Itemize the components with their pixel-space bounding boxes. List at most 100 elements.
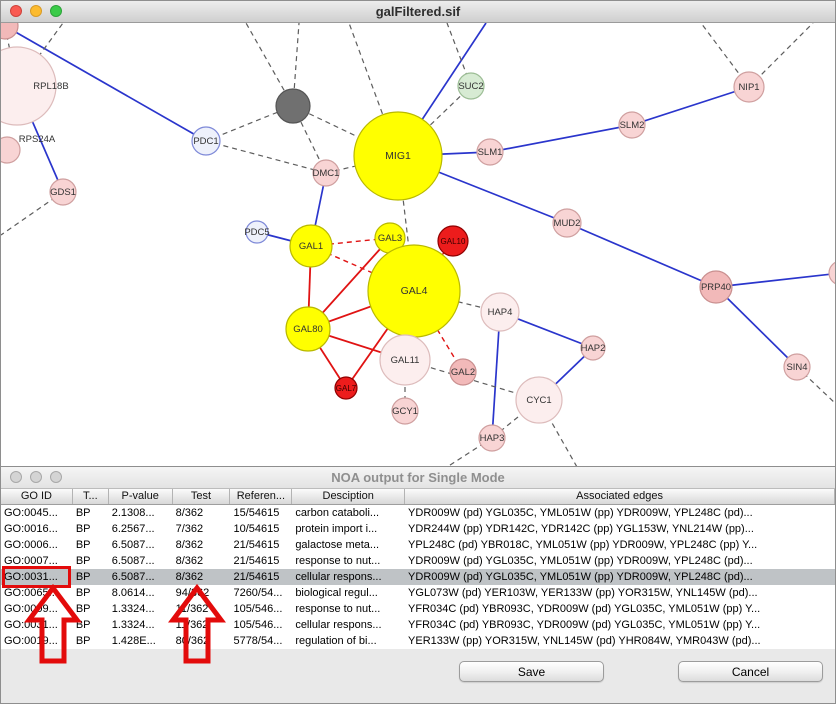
table-cell: 10/54615 [233,523,280,535]
graph-edge[interactable] [292,105,399,157]
graph-node-label: GAL7 [336,384,357,393]
network-window-titlebar[interactable]: galFiltered.sif [1,1,835,23]
graph-node-gray1[interactable] [275,88,311,124]
column-header-7[interactable]: Associated edges [405,489,836,504]
graph-node-label: RPL18B [33,81,68,92]
graph-node-slm2[interactable] [618,111,646,139]
graph-node-label: PRP40 [701,282,731,293]
noa-window-titlebar[interactable]: NOA output for Single Mode [1,467,835,489]
table-cell: YFR034C (pd) YBR093C, YDR009W (pd) YGL03… [408,603,761,615]
graph-edge[interactable] [631,86,750,126]
graph-node-prp40[interactable] [699,270,733,304]
graph-node-rpl18b[interactable] [1,46,57,126]
column-header-6[interactable]: Desciption [292,489,406,504]
graph-node-label: GAL3 [378,233,402,244]
graph-edge[interactable] [245,23,294,107]
graph-edge[interactable] [489,124,633,153]
graph-edge[interactable] [397,85,472,157]
graph-node-hap4[interactable] [480,292,520,332]
table-cell: YDR009W (pd) YGL035C, YML051W (pp) YDR00… [408,555,753,567]
graph-node-label: GCY1 [392,406,418,417]
table-cell: 11/362 [175,619,209,631]
graph-node-gal7[interactable] [334,376,358,400]
graph-node-edge_r[interactable] [828,261,835,285]
graph-node-label: GAL11 [391,355,420,366]
column-header-3[interactable]: P-value [109,489,173,504]
graph-node-label: HAP3 [480,433,505,444]
minimize-button-inactive[interactable] [30,471,42,483]
graph-node-cyc1[interactable] [515,376,563,424]
graph-node-label: GAL10 [441,237,466,246]
save-button[interactable]: Save [459,661,604,682]
graph-node-pdc5[interactable] [245,220,269,244]
column-header-4[interactable]: Test [173,489,231,504]
graph-node-pdc1[interactable] [191,126,221,156]
graph-edge[interactable] [205,140,327,174]
graph-node-slm1[interactable] [476,138,504,166]
graph-edge[interactable] [205,105,294,142]
graph-node-gcy1[interactable] [391,397,419,425]
cancel-button[interactable]: Cancel [678,661,823,682]
close-button-inactive[interactable] [10,471,22,483]
graph-node-label: SLM1 [478,147,503,158]
column-header-5[interactable]: Referen... [230,489,293,504]
graph-node-gal11[interactable] [379,334,431,386]
graph-node-suc2[interactable] [457,72,485,100]
close-button[interactable] [10,5,22,17]
network-graph[interactable]: RPL18BRPS24AGDS1PDC1DMC1MIG1SUC2SLM1SLM2… [1,23,835,466]
graph-node-sin4[interactable] [783,353,811,381]
graph-node-label: GAL1 [299,241,323,252]
graph-edge[interactable] [748,23,814,88]
graph-node-label: SLM2 [620,120,645,131]
graph-node-hap2[interactable] [580,335,606,361]
graph-node-gal1[interactable] [289,224,333,268]
graph-node-label: GAL4 [401,285,428,297]
graph-edge[interactable] [4,25,207,142]
table-cell: 8/362 [175,571,204,583]
table-cell: GO:0016... [4,523,58,535]
graph-node-label: PDC1 [193,136,218,147]
window-controls [10,5,62,17]
graph-edge[interactable] [348,23,399,157]
graph-node-gal2[interactable] [449,358,477,386]
minimize-button[interactable] [30,5,42,17]
table-cell: 5778/54... [233,635,283,647]
graph-edge[interactable] [491,311,501,439]
graph-node-dmc1[interactable] [312,159,340,187]
graph-node-mud2[interactable] [552,208,582,238]
graph-edge[interactable] [566,222,717,288]
zoom-button-inactive[interactable] [50,471,62,483]
graph-node-gds1[interactable] [49,178,77,206]
table-cell: BP [75,555,91,567]
graph-edge[interactable] [413,290,464,373]
graph-edge[interactable] [715,286,798,368]
graph-node-mig1[interactable] [353,111,443,201]
column-header-1[interactable]: GO ID [1,489,73,504]
graph-node-gal80[interactable] [285,306,331,352]
graph-node-corner[interactable] [1,23,19,40]
table-cell: 94/362 [175,587,210,599]
graph-node-rps24a[interactable] [1,136,21,164]
table-cell: GO:0006... [4,539,58,551]
column-header-2[interactable]: T... [73,489,109,504]
graph-edge[interactable] [715,272,835,288]
graph-node-hap3[interactable] [478,424,506,452]
zoom-button[interactable] [50,5,62,17]
graph-node-gal10[interactable] [437,225,469,257]
table-cell: protein import i... [295,523,378,535]
graph-node-label: MIG1 [385,150,411,162]
table-cell: biological regul... [295,587,378,599]
graph-node-nip1[interactable] [733,71,765,103]
graph-node-label: MUD2 [554,218,581,229]
